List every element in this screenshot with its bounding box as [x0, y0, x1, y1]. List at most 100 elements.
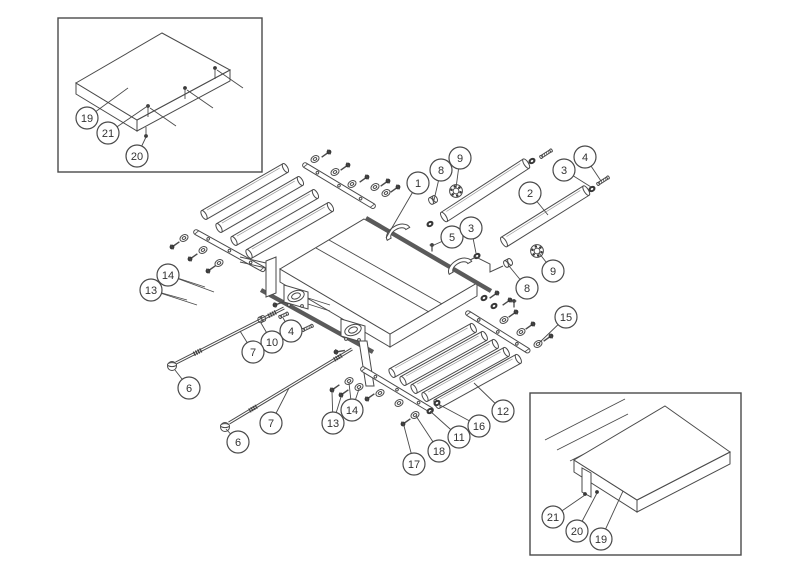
roller-body — [433, 353, 522, 410]
callout-number: 16 — [473, 421, 485, 433]
callout-number: 21 — [102, 128, 114, 140]
part-flat-washer — [198, 246, 208, 254]
part-clamp-saddle — [386, 223, 411, 242]
callout-balloon-13: 13 — [139, 278, 198, 306]
part-roller — [433, 353, 522, 410]
callout-balloon-2: 2 — [518, 181, 549, 216]
part-flat-washer — [410, 411, 420, 419]
nut-body — [426, 220, 434, 228]
callout-number: 10 — [266, 337, 278, 349]
washer-rings — [310, 155, 320, 163]
part-screw — [338, 389, 349, 398]
part-screw — [340, 162, 351, 171]
roller-body — [500, 185, 591, 248]
callout-balloon-7: 7 — [239, 330, 265, 364]
detail-shape — [581, 467, 592, 498]
callout-number: 13 — [327, 418, 339, 430]
callout-balloon-10: 10 — [260, 322, 284, 354]
callout-number: 20 — [131, 151, 143, 163]
part-bushing — [428, 195, 439, 205]
part-support-rod — [228, 347, 353, 425]
callout-number: 8 — [524, 283, 530, 295]
callout-number: 2 — [527, 188, 533, 200]
callout-balloon-21: 21 — [96, 104, 150, 145]
nut-body — [490, 302, 498, 310]
part-clamp-bracket — [283, 284, 309, 310]
part-screw — [187, 253, 198, 262]
detail-line — [149, 107, 177, 127]
callout-number: 21 — [547, 512, 559, 524]
callout-number: 9 — [457, 153, 463, 165]
detail-line — [307, 297, 331, 306]
part-mounting-rail — [302, 162, 376, 209]
saddle-arc — [448, 257, 473, 276]
washer-rings — [499, 316, 509, 324]
callout-number: 8 — [438, 165, 444, 177]
roller-body — [245, 202, 335, 259]
callout-balloons-layer: 1921201893425398410767614131512161118171… — [75, 87, 624, 551]
part-threaded-stud — [539, 148, 553, 159]
part-bearing-housing — [449, 184, 463, 198]
callout-number: 15 — [560, 312, 572, 324]
part-screw — [400, 418, 411, 427]
roller-body — [388, 322, 477, 379]
callout-balloon-17: 17 — [402, 425, 426, 476]
roller-body — [215, 176, 305, 233]
part-roller — [230, 189, 320, 246]
part-screw — [321, 149, 332, 158]
edge-rail — [259, 288, 375, 354]
nut-body — [480, 294, 488, 302]
part-roller — [439, 158, 531, 223]
callout-balloon-18: 18 — [415, 415, 451, 463]
washer-rings — [330, 168, 340, 176]
roller-body — [399, 330, 488, 387]
washer-rings — [381, 189, 391, 197]
callout-balloon-6: 6 — [225, 428, 250, 454]
callout-number: 4 — [582, 152, 588, 164]
callout-number: 3 — [468, 223, 474, 235]
callout-number: 19 — [81, 113, 93, 125]
callout-balloon-20: 20 — [125, 136, 149, 168]
callout-number: 7 — [250, 347, 256, 359]
callout-balloon-5: 5 — [433, 225, 464, 249]
nut-body — [588, 185, 596, 193]
callout-balloon-16: 16 — [437, 403, 491, 438]
washer-rings — [198, 246, 208, 254]
part-threaded-stud — [301, 323, 314, 333]
bolt-dot — [583, 492, 587, 496]
bolt-dot — [595, 490, 599, 494]
part-set-screw — [511, 299, 517, 308]
callout-number: 9 — [550, 266, 556, 278]
callout-balloon-3: 3 — [459, 216, 483, 254]
washer-rings — [375, 389, 385, 397]
part-screw — [364, 393, 375, 402]
callout-balloon-3: 3 — [552, 158, 592, 188]
saddle-arc — [386, 223, 411, 242]
part-flat-washer — [370, 183, 380, 191]
part-flat-washer — [354, 383, 364, 391]
callout-number: 1 — [415, 178, 421, 190]
part-screw — [329, 384, 340, 393]
stud-body — [539, 148, 553, 159]
stud-body — [596, 175, 610, 186]
part-roller — [399, 330, 488, 387]
rail-body — [302, 162, 376, 209]
stud-body — [278, 311, 289, 320]
part-screw — [333, 349, 345, 355]
callout-balloon-4: 4 — [573, 145, 602, 182]
washer-rings — [179, 234, 189, 242]
assembly-drawing-layer — [57, 17, 742, 556]
part-flat-washer — [394, 399, 404, 407]
part-flat-washer — [516, 328, 526, 336]
stud-body — [301, 323, 314, 333]
part-bushing — [503, 258, 514, 268]
part-threaded-stud — [596, 175, 610, 186]
callout-balloon-11: 11 — [429, 410, 471, 449]
part-clamp-bracket — [340, 318, 366, 344]
part-screw — [169, 241, 180, 250]
roller-body — [200, 163, 290, 220]
part-screw — [525, 321, 536, 330]
callout-number: 14 — [346, 405, 358, 417]
